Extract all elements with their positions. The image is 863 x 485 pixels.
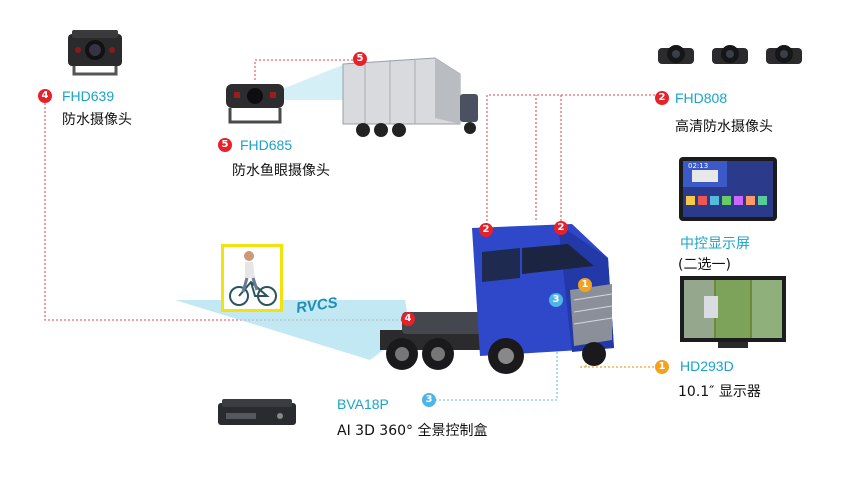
hd293d-desc: 10.1″ 显示器 xyxy=(678,384,761,400)
fhd808-desc: 高清防水摄像头 xyxy=(675,119,773,135)
tablet-time: 02:13 xyxy=(688,162,709,170)
cab-left-badge: 2 xyxy=(479,223,493,237)
line-fhd808-a xyxy=(486,94,655,225)
cab-right-badge: 2 xyxy=(554,221,568,235)
center-display-model: 中控显示屏 xyxy=(680,235,750,251)
bva18p-desc: AI 3D 360° 全景控制盒 xyxy=(337,423,488,439)
trailer-top-badge: 5 xyxy=(353,52,367,66)
bicycle-rider-image xyxy=(221,244,283,312)
fhd808-model: FHD808 xyxy=(675,90,728,106)
fhd639-desc: 防水摄像头 xyxy=(62,112,132,128)
bva18p-box-image xyxy=(218,399,296,425)
fhd685-camera-image xyxy=(226,84,284,124)
fhd639-camera-image xyxy=(68,30,122,76)
line-fhd685 xyxy=(254,59,355,80)
fhd639-badge: 4 xyxy=(38,89,52,103)
bva18p-model: BVA18P xyxy=(337,396,389,412)
rear-view-beam xyxy=(175,300,410,360)
hd293d-monitor-image xyxy=(680,276,786,348)
bva18p-badge: 3 xyxy=(422,393,436,407)
fhd685-desc: 防水鱼眼摄像头 xyxy=(232,163,330,179)
hd293d-model: HD293D xyxy=(680,358,734,374)
front-blue-badge: 3 xyxy=(549,293,563,307)
front-orange-badge: 1 xyxy=(578,278,592,292)
fhd685-model: FHD685 xyxy=(240,137,293,153)
trailer-truck-image xyxy=(342,57,478,137)
fhd808-cameras-image xyxy=(658,45,802,64)
fhd808-badge: 2 xyxy=(655,91,669,105)
side-badge: 4 xyxy=(401,312,415,326)
center-display-image xyxy=(679,157,777,221)
center-display-desc: (二选一) xyxy=(678,257,731,273)
hd293d-badge: 1 xyxy=(655,360,669,374)
fhd685-badge: 5 xyxy=(218,138,232,152)
blue-truck-image xyxy=(380,224,614,374)
fhd639-model: FHD639 xyxy=(62,88,115,104)
